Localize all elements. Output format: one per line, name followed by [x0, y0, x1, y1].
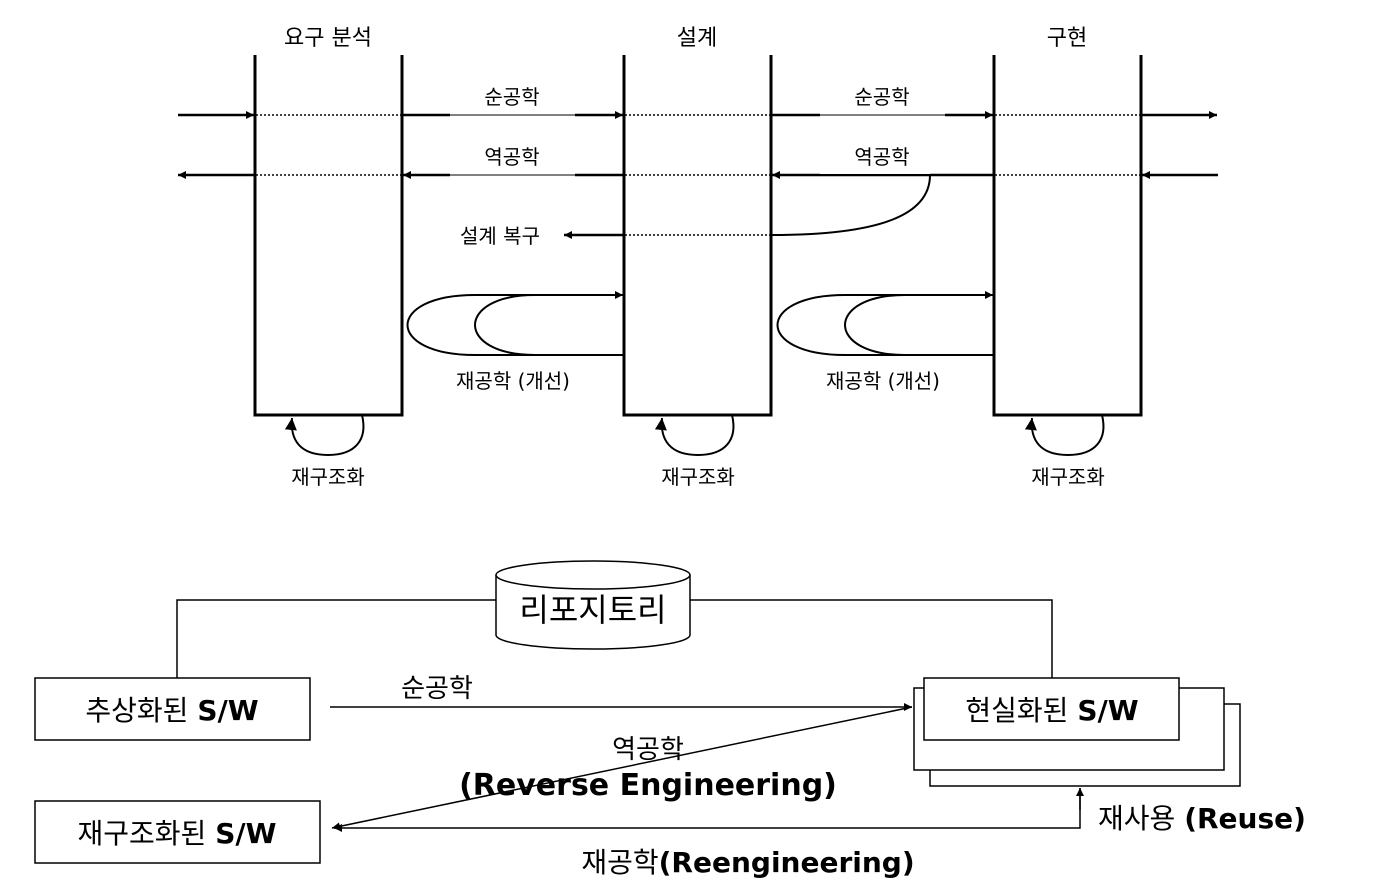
phase-label-implementation: 구현 [1047, 26, 1087, 51]
forward-label-1: 순공학 [484, 85, 539, 109]
reverse-label-1: 역공학 [484, 145, 539, 169]
bottom-reverse-label: 역공학 [612, 735, 684, 765]
bottom-forward-label: 순공학 [401, 674, 473, 704]
restructuring-loops [284, 414, 1105, 457]
phase-box-requirements [253, 55, 404, 417]
restructuring-label-implementation: 재구조화 [1031, 465, 1105, 489]
restructuring-label-design: 재구조화 [661, 465, 735, 489]
repository-cylinder [495, 560, 691, 650]
restructured-sw-box [34, 800, 321, 864]
design-recovery-curve [771, 174, 931, 236]
restructuring-label-requirements: 재구조화 [291, 465, 365, 489]
bottom-reeng-label: 재공학(Reengineering) [581, 846, 914, 879]
reengineering-loops-2 [776, 291, 993, 356]
phase-box-design [622, 55, 773, 417]
phase-boxes [253, 55, 1143, 417]
reverse-label-2: 역공학 [854, 145, 909, 169]
bottom-reverse-arrow [331, 706, 913, 831]
repository-connector [176, 599, 1053, 678]
repository-label: 리포지토리 [519, 591, 666, 629]
phase-label-design: 설계 [677, 26, 717, 51]
bottom-reverse-en-label: (Reverse Engineering) [459, 768, 837, 803]
phase-box-implementation [992, 55, 1143, 417]
reengineering-improve-label-2: 재공학 (개선) [826, 369, 940, 393]
phase-label-requirements: 요구 분석 [284, 26, 372, 51]
forward-label-2: 순공학 [854, 85, 909, 109]
restructured-sw-label: 재구조화된 S/W [78, 817, 277, 850]
abstract-sw-box [34, 677, 311, 741]
realized-sw-label: 현실화된 S/W [965, 694, 1138, 727]
realized-sw-box [923, 677, 1180, 741]
reengineering-loops-1 [406, 291, 623, 356]
bottom-reuse-label: 재사용 (Reuse) [1098, 802, 1306, 835]
dotted-guides [256, 114, 1140, 236]
design-recovery-label: 설계 복구 [460, 224, 540, 248]
abstract-sw-label: 추상화된 S/W [85, 694, 258, 727]
reengineering-improve-label-1: 재공학 (개선) [456, 369, 570, 393]
